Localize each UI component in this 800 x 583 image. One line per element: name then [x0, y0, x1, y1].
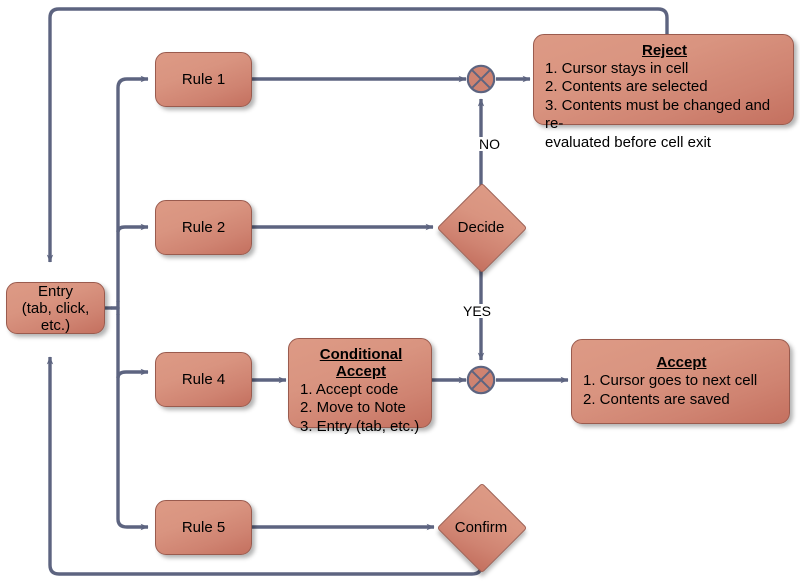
node-conditional-accept[interactable]: Conditional Accept 1. Accept code 2. Mov… [288, 338, 432, 435]
entry-label-line2: (tab, click, etc.) [21, 299, 90, 334]
reject-item-2: 2. Contents are selected [545, 78, 708, 96]
conditional-accept-item-2: 2. Move to Note [300, 399, 406, 417]
decide-label: Decide [457, 218, 505, 236]
edge-label-no: NO [477, 136, 502, 152]
reject-item-1: 1. Cursor stays in cell [545, 60, 689, 77]
node-rule-4[interactable]: Rule 4 [155, 352, 252, 407]
reject-title: Reject [641, 42, 688, 59]
node-rule-1[interactable]: Rule 1 [155, 52, 252, 107]
wire-entry-to-rule5 [116, 314, 149, 531]
rule-2-label: Rule 2 [181, 219, 226, 236]
edge-label-yes: YES [461, 303, 494, 319]
confirm-label: Confirm [454, 518, 508, 536]
rule-5-label: Rule 5 [181, 519, 226, 536]
junction-bottom [466, 365, 496, 395]
node-confirm[interactable]: Confirm [436, 482, 528, 574]
accept-item-1: 1. Cursor goes to next cell [583, 372, 758, 390]
conditional-accept-title: Conditional Accept [319, 346, 403, 380]
node-entry[interactable]: Entry (tab, click, etc.) [6, 282, 105, 334]
wire-entry-to-rule4 [116, 368, 149, 379]
wire-reject-feedback-to-entry [46, 7, 669, 263]
junction-top [466, 64, 496, 94]
node-accept[interactable]: Accept 1. Cursor goes to next cell 2. Co… [571, 339, 790, 424]
wire-entry-to-rule2 [116, 223, 149, 233]
wire-entry-to-rule1 [116, 75, 149, 302]
node-decide[interactable]: Decide [436, 182, 528, 274]
conditional-accept-item-1: 1. Accept code [300, 381, 399, 398]
entry-label-line1: Entry [37, 282, 73, 300]
conditional-accept-item-3: 3. Entry (tab, etc.) [300, 417, 420, 435]
reject-item-3-cont: evaluated before cell exit [545, 133, 711, 151]
rule-1-label: Rule 1 [181, 71, 226, 88]
node-rule-5[interactable]: Rule 5 [155, 500, 252, 555]
accept-title: Accept [656, 354, 707, 372]
accept-item-2: 2. Contents are saved [583, 390, 730, 408]
node-rule-2[interactable]: Rule 2 [155, 200, 252, 255]
reject-item-3: 3. Contents must be changed and re- [545, 96, 771, 133]
rule-4-label: Rule 4 [181, 371, 226, 388]
node-reject[interactable]: Reject 1. Cursor stays in cell 2. Conten… [533, 34, 794, 151]
